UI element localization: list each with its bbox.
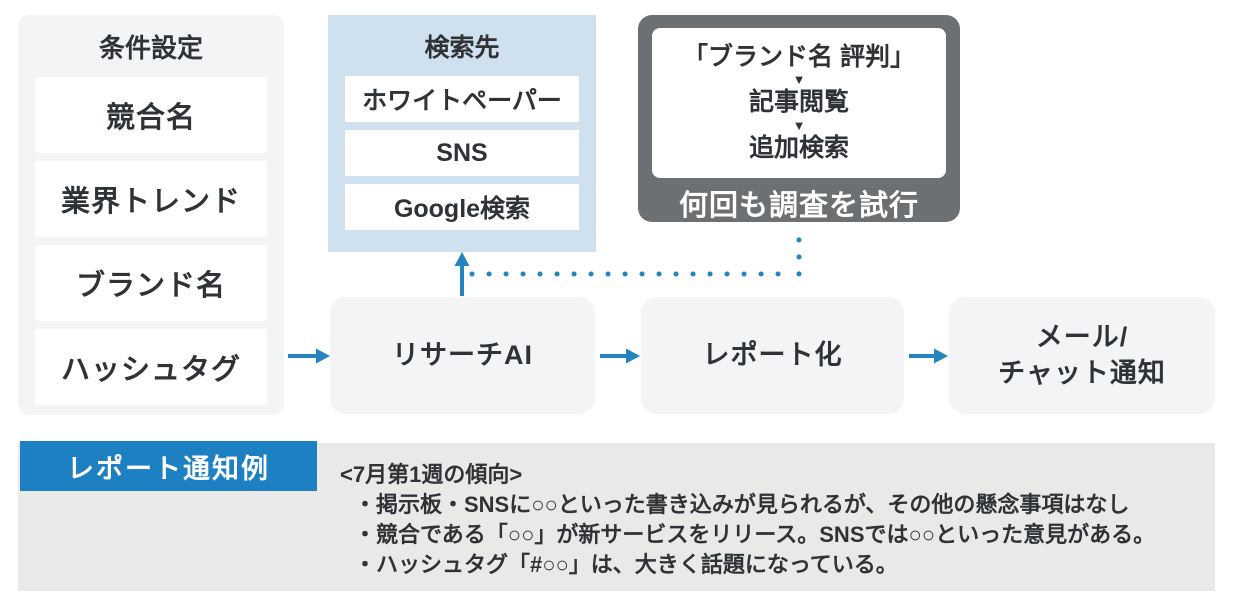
report-example-panel: レポート通知例 <7月第1週の傾向> ・掲示板・SNSに○○といった書き込みが見… bbox=[18, 441, 1215, 591]
condition-settings-panel: 条件設定 競合名 業界トレンド ブランド名 ハッシュタグ bbox=[18, 15, 284, 415]
report-heading: <7月第1週の傾向> bbox=[340, 462, 523, 487]
search-item-google: Google検索 bbox=[345, 184, 579, 230]
flow-node-mail-chat-notify: メール/ チャット通知 bbox=[949, 297, 1215, 414]
arrow-head-icon bbox=[626, 348, 640, 364]
flow-node-research-ai: リサーチAI bbox=[330, 297, 595, 414]
search-item-sns: SNS bbox=[345, 130, 579, 176]
report-bullet: ・ハッシュタグ「#○○」は、大きく話題になっている。 bbox=[354, 552, 898, 577]
down-triangle-icon: ▼ bbox=[792, 117, 806, 133]
arrow-head-icon bbox=[316, 348, 330, 364]
search-destinations-title: 検索先 bbox=[424, 33, 500, 62]
flow-node-reporting: レポート化 bbox=[641, 297, 904, 414]
report-example-text: <7月第1週の傾向> ・掲示板・SNSに○○といった書き込みが見られるが、その他… bbox=[340, 460, 1155, 580]
report-bullet: ・競合である「○○」が新サービスをリリース。SNSでは○○といった意見がある。 bbox=[354, 522, 1156, 547]
report-bullet: ・掲示板・SNSに○○といった書き込みが見られるが、その他の懸念事項はなし bbox=[354, 492, 1130, 517]
research-loop-panel: 「ブランド名 評判」 ▼ 記事閲覧 ▼ 追加検索 何回も調査を試行 bbox=[638, 15, 960, 222]
research-loop-steps: 「ブランド名 評判」 ▼ 記事閲覧 ▼ 追加検索 bbox=[652, 28, 946, 178]
report-example-label: レポート通知例 bbox=[20, 441, 317, 491]
search-destinations-panel: 検索先 ホワイトペーパー SNS Google検索 bbox=[328, 15, 596, 252]
arrow-head-icon bbox=[454, 252, 470, 266]
condition-item-competitor: 競合名 bbox=[35, 77, 267, 153]
research-loop-caption: 何回も調査を試行 bbox=[678, 190, 919, 222]
arrow-head-icon bbox=[934, 348, 948, 364]
condition-item-industry-trend: 業界トレンド bbox=[35, 161, 267, 237]
condition-item-hashtag: ハッシュタグ bbox=[35, 329, 267, 405]
loop-step-read-articles: 記事閲覧 bbox=[748, 88, 849, 117]
search-item-whitepaper: ホワイトペーパー bbox=[345, 76, 579, 122]
loop-step-additional-search: 追加検索 bbox=[748, 133, 849, 162]
condition-item-brand-name: ブランド名 bbox=[35, 245, 267, 321]
condition-settings-title: 条件設定 bbox=[98, 32, 203, 63]
loop-step-query: 「ブランド名 評判」 bbox=[683, 42, 915, 71]
down-triangle-icon: ▼ bbox=[792, 72, 806, 88]
